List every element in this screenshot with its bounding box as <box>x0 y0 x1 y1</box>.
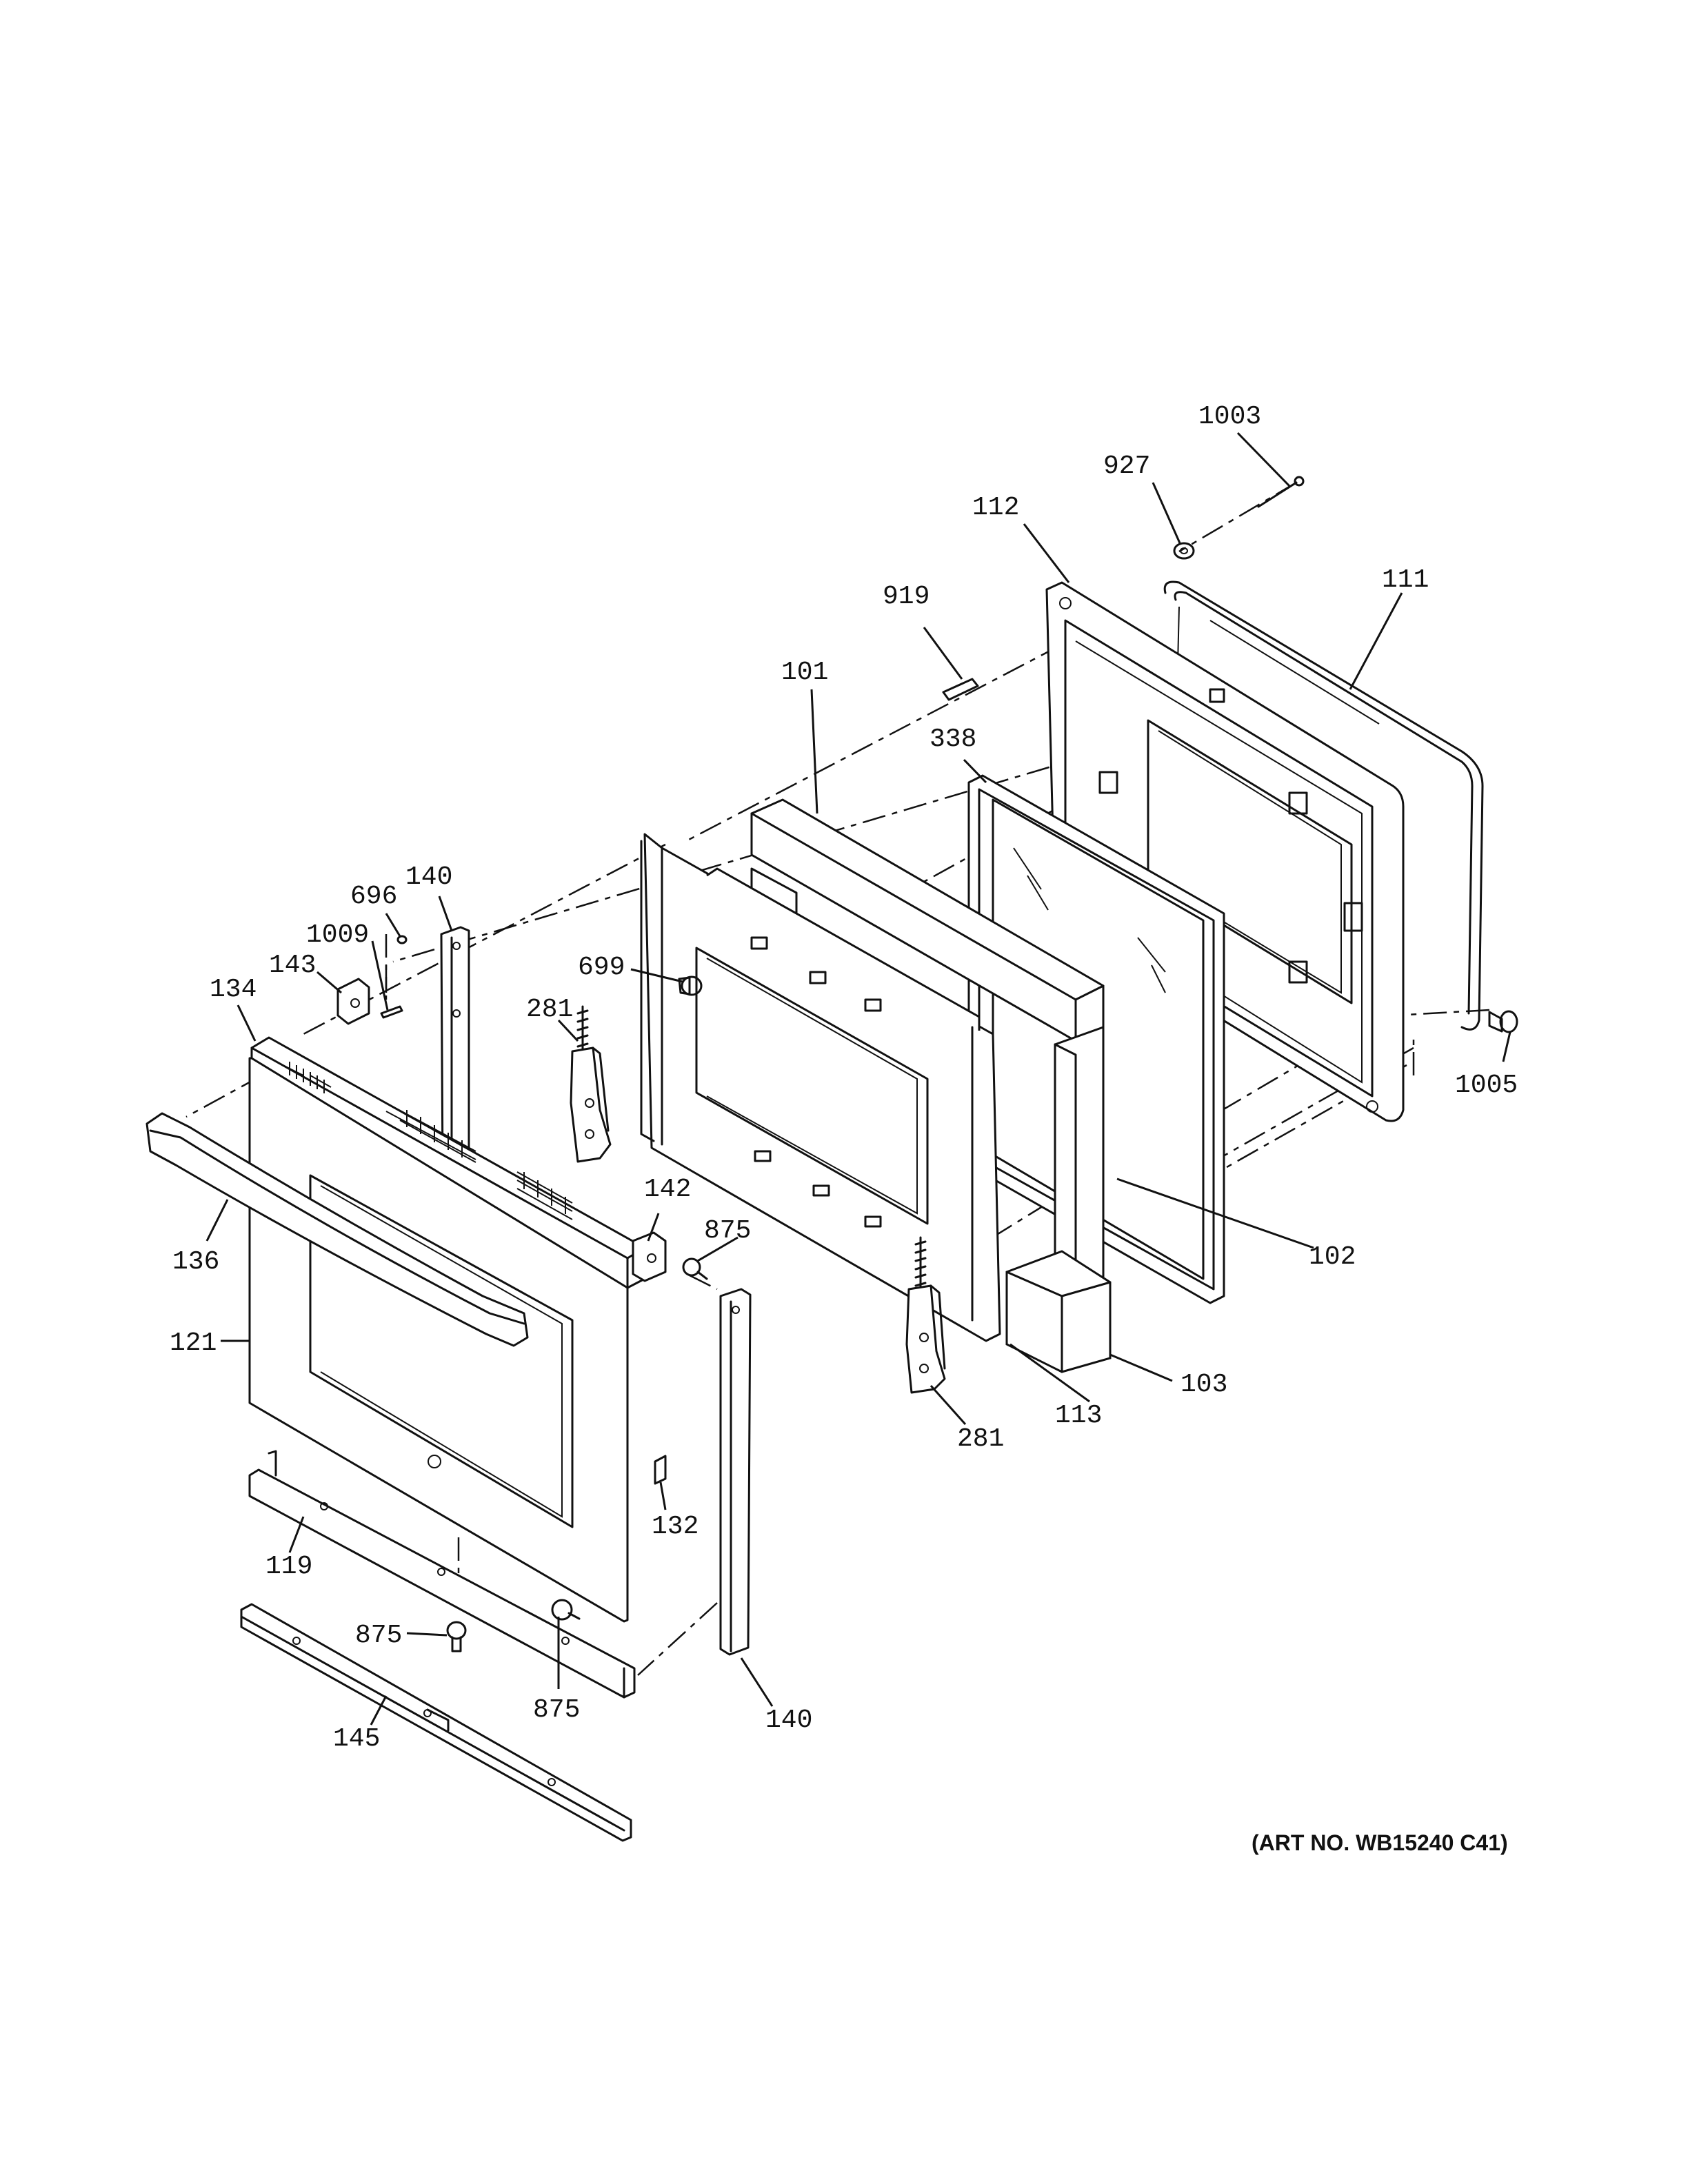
callout-281-lower: 281 <box>957 1424 1004 1454</box>
callout-134: 134 <box>210 975 257 1004</box>
callout-1005: 1005 <box>1455 1071 1518 1100</box>
callout-338: 338 <box>930 725 976 754</box>
callout-113: 113 <box>1055 1401 1102 1430</box>
callout-696: 696 <box>350 882 397 911</box>
callout-101: 101 <box>781 658 828 687</box>
callout-121: 121 <box>170 1328 217 1358</box>
inner-door-liner-112 <box>1045 581 1405 1122</box>
hinge-bracket-142 <box>632 1231 667 1282</box>
pin-919 <box>942 678 979 701</box>
leader-lines <box>205 432 1511 1726</box>
screw-699 <box>678 975 703 996</box>
callout-111: 111 <box>1382 565 1429 595</box>
screw-875-upper <box>682 1257 708 1280</box>
washer-927 <box>1173 542 1195 560</box>
side-channel-140-lower <box>719 1288 752 1656</box>
callout-875-lower-left: 875 <box>355 1621 402 1650</box>
screw-696 <box>396 935 408 944</box>
callout-labels: 1003 927 112 111 919 101 338 140 696 100… <box>170 402 1518 1754</box>
hinge-281-upper <box>570 1005 612 1163</box>
callout-102: 102 <box>1309 1242 1356 1272</box>
bottom-channel-145 <box>240 1603 632 1842</box>
screw-1005 <box>1488 1010 1518 1033</box>
callout-1009: 1009 <box>306 920 369 950</box>
insulation-top-101 <box>750 798 1112 1373</box>
callout-142: 142 <box>644 1175 691 1204</box>
callout-132: 132 <box>652 1512 699 1541</box>
callout-1003: 1003 <box>1198 402 1261 432</box>
handle-136 <box>145 1112 529 1347</box>
callout-112: 112 <box>972 493 1019 523</box>
callout-136: 136 <box>172 1247 219 1277</box>
screw-875-lower-left <box>446 1621 467 1652</box>
clip-132 <box>654 1455 667 1485</box>
callout-140-lower: 140 <box>765 1706 812 1735</box>
callout-875-upper: 875 <box>704 1216 751 1246</box>
pin-1009 <box>380 1005 403 1019</box>
door-frame-113 <box>640 833 1001 1342</box>
screw-1003 <box>1257 476 1305 508</box>
callout-281-upper: 281 <box>526 995 573 1024</box>
callout-145: 145 <box>333 1724 380 1754</box>
callout-927: 927 <box>1103 452 1150 481</box>
callout-140-upper: 140 <box>405 862 452 892</box>
bracket-143 <box>336 978 370 1025</box>
callout-699: 699 <box>578 953 625 982</box>
callout-119: 119 <box>265 1552 312 1581</box>
bottom-trim-119 <box>248 1450 636 1699</box>
callout-143: 143 <box>269 951 316 980</box>
art-number: (ART NO. WB15240 C41) <box>1252 1830 1508 1855</box>
hinge-281-lower <box>905 1236 946 1394</box>
screw-875-lower-right <box>551 1599 581 1621</box>
outer-door-panel-121 <box>248 1057 629 1623</box>
callout-103: 103 <box>1180 1370 1227 1399</box>
callout-875-lower-right: 875 <box>533 1695 580 1725</box>
callout-919: 919 <box>883 582 930 611</box>
